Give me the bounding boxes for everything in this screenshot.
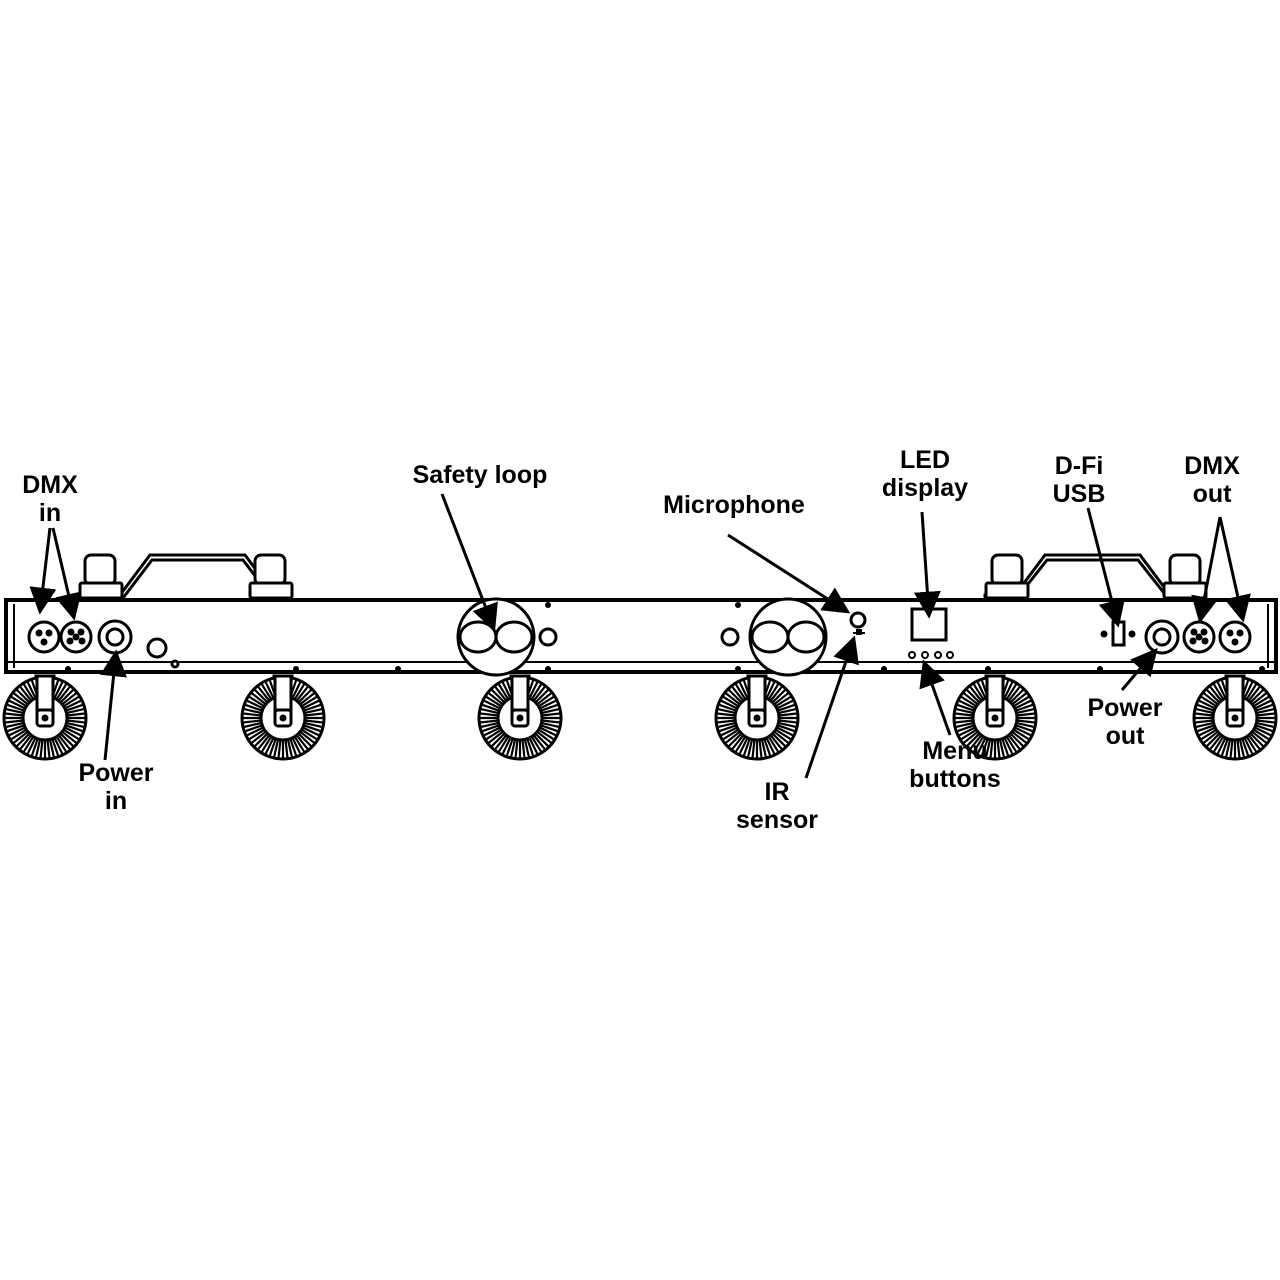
label-power-out: Power out <box>1087 694 1163 750</box>
power-out-connector <box>1144 619 1180 655</box>
ir-sensor-mark <box>853 629 865 635</box>
label-power-in: Power in <box>78 759 154 815</box>
label-ir-sensor: IR sensor <box>736 778 818 834</box>
label-menu-buttons: Menu buttons <box>909 737 1001 793</box>
dfi-usb-port <box>1100 620 1136 647</box>
mounting-bracket-right <box>983 553 1208 600</box>
light-heads <box>2 674 1278 761</box>
dmx-in-connectors <box>27 620 93 654</box>
safety-loop-right <box>720 597 828 677</box>
light-head <box>952 674 1038 761</box>
label-dfi-usb: D-Fi USB <box>1052 452 1106 508</box>
menu-button-row <box>908 651 954 659</box>
arrow-power-in <box>100 649 127 761</box>
microphone-port <box>849 611 867 629</box>
light-head <box>240 674 326 761</box>
arrow-ir-sensor <box>804 635 859 779</box>
arrow-safety-loop <box>440 493 498 632</box>
arrow-dmx-out-a <box>1191 516 1222 624</box>
leader-arrows <box>29 493 1251 779</box>
arrow-power-out <box>1120 647 1158 691</box>
screws <box>65 602 1265 672</box>
mounting-bracket-left <box>78 553 294 600</box>
arrow-dmx-out-b <box>1218 516 1251 623</box>
label-microphone: Microphone <box>663 491 805 519</box>
arrow-dmx-in-b <box>51 527 82 621</box>
arrow-microphone <box>727 533 851 614</box>
light-head <box>714 674 800 761</box>
label-safety-loop: Safety loop <box>412 461 548 489</box>
label-dmx-out: DMX out <box>1184 452 1240 508</box>
arrow-led-display <box>913 511 941 619</box>
light-head <box>477 674 563 761</box>
dmx-out-connectors <box>1182 620 1252 654</box>
bar-body <box>4 598 1278 674</box>
label-led-display: LED display <box>881 446 969 502</box>
label-dmx-in: DMX in <box>22 471 78 527</box>
power-in-connector <box>97 619 180 669</box>
arrow-menu-buttons <box>919 659 952 736</box>
arrow-dfi-usb <box>1086 507 1126 628</box>
arrow-dmx-in-a <box>29 527 57 615</box>
light-head <box>2 674 88 761</box>
light-head <box>1192 674 1278 761</box>
